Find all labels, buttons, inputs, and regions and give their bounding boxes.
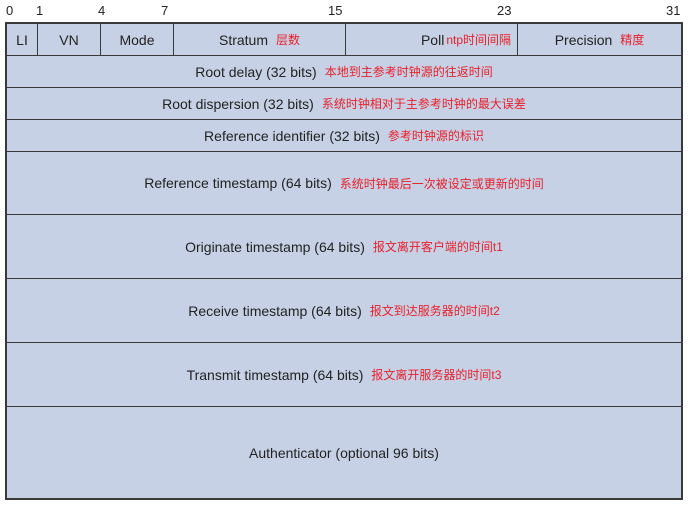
root-dispersion-field: Root dispersion (32 bits) 系统时钟相对于主参考时钟的最… — [6, 87, 682, 120]
bit-0: 0 — [6, 3, 14, 18]
row-annotation: 本地到主参考时钟源的往返时间 — [324, 65, 493, 79]
row-annotation: 系统时钟最后一次被设定或更新的时间 — [339, 176, 544, 191]
row-label: Root dispersion (32 bits) — [162, 95, 314, 112]
root-delay-field: Root delay (32 bits) 本地到主参考时钟源的往返时间 — [6, 55, 682, 88]
bit-7: 7 — [161, 3, 169, 18]
mode-field: Mode — [100, 23, 174, 56]
precision-field: Precision 精度 — [517, 23, 682, 56]
li-label: LI — [16, 31, 28, 48]
bit-23: 23 — [497, 3, 512, 18]
poll-field: Poll ntp时间间隔 — [345, 23, 518, 56]
row-label: Receive timestamp (64 bits) — [188, 302, 362, 319]
mode-label: Mode — [119, 31, 155, 48]
row-label: Reference timestamp (64 bits) — [144, 175, 332, 191]
bit-1: 1 — [36, 3, 44, 18]
authenticator-field: Authenticator (optional 96 bits) — [6, 406, 682, 499]
stratum-label: Stratum — [218, 31, 268, 48]
li-field: LI — [6, 23, 38, 56]
vn-field: VN — [37, 23, 101, 56]
row-annotation: 参考时钟源的标识 — [387, 129, 484, 143]
bit-15: 15 — [328, 3, 343, 18]
vn-label: VN — [59, 31, 79, 48]
stratum-field: Stratum 层数 — [173, 23, 346, 56]
row-label: Transmit timestamp (64 bits) — [186, 366, 364, 383]
precision-label: Precision — [554, 31, 613, 48]
row-annotation: 报文离开客户端的时间t1 — [372, 240, 503, 254]
row-annotation: 系统时钟相对于主参考时钟的最大误差 — [321, 97, 526, 111]
row-label: Root delay (32 bits) — [195, 63, 317, 80]
precision-annotation: 精度 — [620, 33, 645, 47]
row-label: Reference identifier (32 bits) — [204, 127, 380, 144]
poll-annotation: ntp时间间隔 — [446, 33, 511, 47]
stratum-annotation: 层数 — [276, 33, 301, 47]
bit-4: 4 — [98, 3, 106, 18]
row-annotation: 报文离开服务器的时间t3 — [371, 368, 502, 382]
bit-31: 31 — [666, 3, 681, 18]
ntp-packet-diagram: LI VN Mode Stratum 层数 Poll ntp时间间隔 Preci… — [5, 22, 683, 500]
row-label: Originate timestamp (64 bits) — [185, 238, 365, 255]
row-annotation: 报文到达服务器的时间t2 — [369, 304, 500, 318]
receive-timestamp-field: Receive timestamp (64 bits) 报文到达服务器的时间t2 — [6, 278, 682, 343]
row-label: Authenticator (optional 96 bits) — [249, 444, 439, 461]
transmit-timestamp-field: Transmit timestamp (64 bits) 报文离开服务器的时间t… — [6, 342, 682, 407]
originate-timestamp-field: Originate timestamp (64 bits) 报文离开客户端的时间… — [6, 214, 682, 279]
poll-label: Poll — [420, 31, 445, 48]
reference-timestamp-field: Reference timestamp (64 bits) 系统时钟最后一次被设… — [6, 151, 682, 215]
reference-identifier-field: Reference identifier (32 bits) 参考时钟源的标识 — [6, 119, 682, 152]
